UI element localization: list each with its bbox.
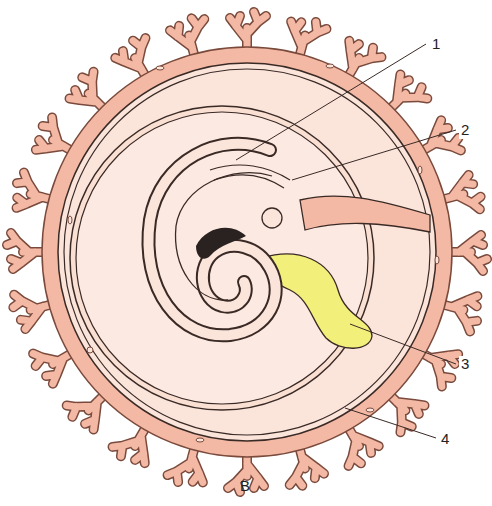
callout-number: 1: [430, 36, 442, 53]
callout-number: 4: [439, 431, 451, 448]
figure-caption: В: [240, 478, 250, 495]
callout-number: 3: [459, 356, 471, 373]
callout-number: 2: [459, 122, 471, 139]
